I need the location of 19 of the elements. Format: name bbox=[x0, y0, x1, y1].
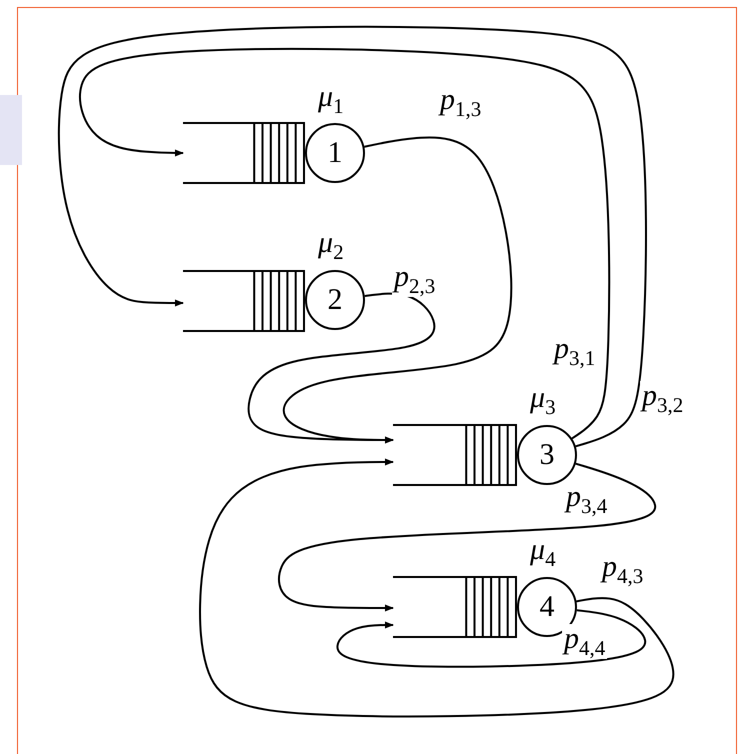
arrow bbox=[336, 609, 646, 668]
edge-label: p$_{3,2}$ bbox=[640, 381, 686, 416]
arrow bbox=[58, 26, 647, 448]
queue-buffer bbox=[393, 424, 517, 486]
queue-buffer bbox=[183, 122, 305, 184]
arrow bbox=[278, 462, 656, 612]
arrow bbox=[79, 48, 610, 440]
queue-buffer bbox=[183, 270, 305, 332]
queue-buffer bbox=[393, 576, 517, 638]
service-rate-label: μ$_{2}$ bbox=[318, 228, 344, 263]
service-rate-label: μ$_{1}$ bbox=[318, 82, 344, 117]
server-circle: 2 bbox=[305, 270, 365, 330]
arrow bbox=[248, 292, 436, 444]
server-circle: 3 bbox=[517, 425, 577, 485]
edge-label: p$_{4,4}$ bbox=[562, 624, 608, 659]
service-rate-label: μ$_{3}$ bbox=[530, 383, 556, 418]
arrow bbox=[199, 458, 674, 718]
service-rate-label: μ$_{4}$ bbox=[530, 535, 556, 570]
server-circle: 1 bbox=[305, 123, 365, 183]
